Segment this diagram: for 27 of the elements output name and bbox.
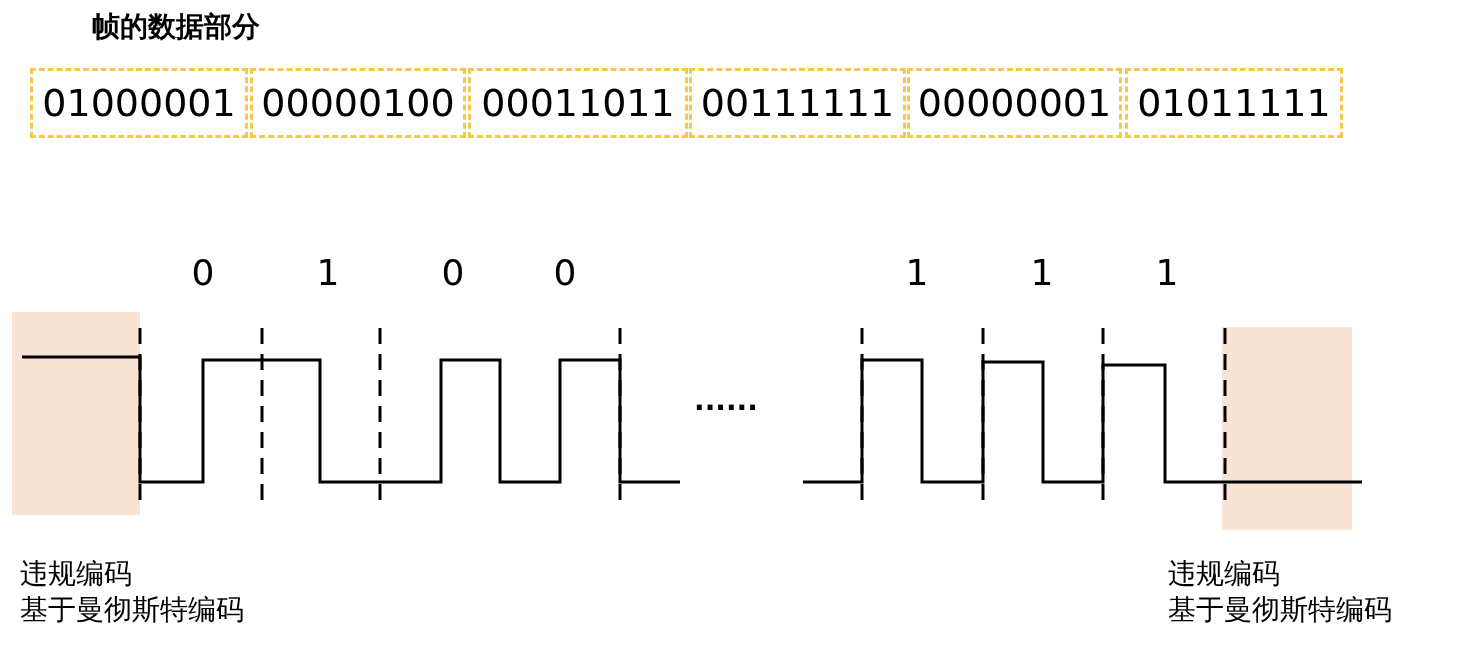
annotation-text: 基于曼彻斯特编码 xyxy=(1168,592,1392,628)
diagram-title: 帧的数据部分 xyxy=(92,9,260,45)
byte-box xyxy=(1125,68,1343,138)
bit-label: 1 xyxy=(905,252,929,293)
bit-label: 0 xyxy=(553,252,577,293)
annotation-text: 违规编码 xyxy=(1168,556,1280,592)
byte-box xyxy=(250,68,466,138)
bit-label: 0 xyxy=(191,252,215,293)
byte-value: 01000001 xyxy=(42,81,236,125)
byte-value: 00000001 xyxy=(917,81,1112,125)
bit-label: 0 xyxy=(441,252,465,293)
byte-box xyxy=(468,68,688,138)
ellipsis-text: ...... xyxy=(694,384,758,417)
bit-label: 1 xyxy=(1155,252,1179,293)
shaded-region xyxy=(12,312,140,515)
byte-value: 00011011 xyxy=(481,81,675,125)
byte-value: 00000100 xyxy=(261,81,455,125)
bit-label: 1 xyxy=(1030,252,1054,293)
annotation-text: 违规编码 xyxy=(20,556,132,592)
bit-label: 1 xyxy=(316,252,340,293)
byte-value: 00111111 xyxy=(700,81,895,125)
shaded-region xyxy=(1222,327,1352,530)
annotation-text: 基于曼彻斯特编码 xyxy=(20,592,244,628)
byte-box xyxy=(30,68,248,138)
byte-value: 01011111 xyxy=(1137,81,1331,125)
byte-box xyxy=(689,68,906,138)
byte-box xyxy=(907,68,1122,138)
